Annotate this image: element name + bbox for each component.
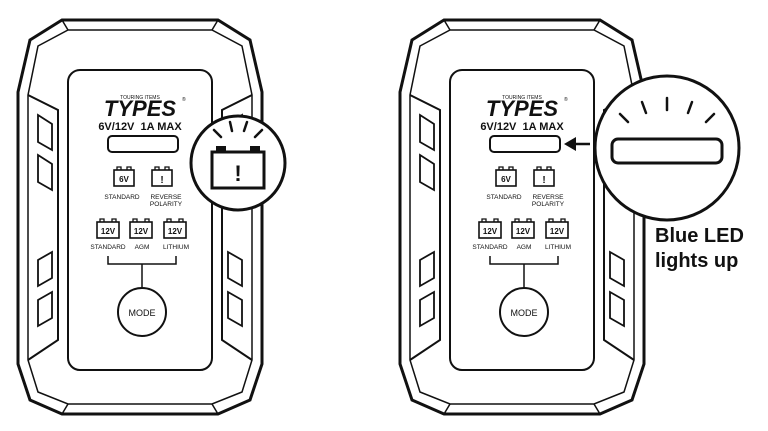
battery-warning-icon bbox=[210, 146, 266, 190]
label-reverse-right: REVERSE bbox=[532, 194, 564, 201]
label-standard-12v-right: STANDARD bbox=[472, 244, 508, 251]
label-polarity-left: POLARITY bbox=[150, 201, 183, 208]
callout-blue-led bbox=[564, 74, 741, 222]
brand-top-line-right: TOURING ITEMS bbox=[502, 95, 542, 101]
badge-12v-lithium-left: 12V bbox=[168, 227, 183, 236]
badge-12v-agm-right: 12V bbox=[516, 227, 531, 236]
spec-label-right: 6V/12V 1A MAX bbox=[480, 121, 564, 133]
brand-logo-right: TYPES bbox=[486, 96, 558, 121]
callout-reverse-polarity: ! bbox=[189, 114, 287, 212]
label-polarity-right: POLARITY bbox=[532, 201, 565, 208]
label-standard-6v-right: STANDARD bbox=[486, 194, 522, 201]
light-rays-icon bbox=[618, 96, 716, 124]
badge-6v-left: 6V bbox=[119, 175, 129, 184]
badge-12v-lithium-right: 12V bbox=[550, 227, 565, 236]
led-window-enlarged bbox=[610, 137, 724, 165]
warning-exclamation: ! bbox=[234, 161, 241, 186]
badge-12v-agm-left: 12V bbox=[134, 227, 149, 236]
badge-reverse-left: ! bbox=[160, 175, 163, 186]
badge-reverse-right: ! bbox=[542, 175, 545, 186]
caption-line-2: lights up bbox=[655, 250, 739, 272]
charger-left: TOURING ITEMS TYPES ® 6V/12V 1A MAX 6V !… bbox=[16, 18, 264, 416]
light-rays-icon bbox=[212, 120, 264, 139]
badge-6v-right: 6V bbox=[501, 175, 511, 184]
label-agm-right: AGM bbox=[517, 244, 532, 251]
label-reverse-left: REVERSE bbox=[150, 194, 182, 201]
spec-label-left: 6V/12V 1A MAX bbox=[98, 121, 182, 133]
registered-mark-left: ® bbox=[182, 96, 186, 103]
label-lithium-left: LITHIUM bbox=[163, 244, 189, 251]
blue-led-caption: Blue LED lights up bbox=[655, 224, 744, 274]
label-lithium-right: LITHIUM bbox=[545, 244, 571, 251]
arrow-left-icon bbox=[564, 137, 576, 151]
mode-button-right[interactable]: MODE bbox=[511, 308, 538, 318]
brand-top-line-left: TOURING ITEMS bbox=[120, 95, 160, 101]
brand-logo-left: TYPES bbox=[104, 96, 176, 121]
registered-mark-right: ® bbox=[564, 96, 568, 103]
caption-line-1: Blue LED bbox=[655, 225, 744, 247]
mode-button-left[interactable]: MODE bbox=[129, 308, 156, 318]
badge-12v-standard-left: 12V bbox=[101, 227, 116, 236]
label-agm-left: AGM bbox=[135, 244, 150, 251]
label-standard-6v-left: STANDARD bbox=[104, 194, 140, 201]
badge-12v-standard-right: 12V bbox=[483, 227, 498, 236]
charger-right: TOURING ITEMS TYPES ® 6V/12V 1A MAX 6V !… bbox=[398, 18, 646, 416]
label-standard-12v-left: STANDARD bbox=[90, 244, 126, 251]
